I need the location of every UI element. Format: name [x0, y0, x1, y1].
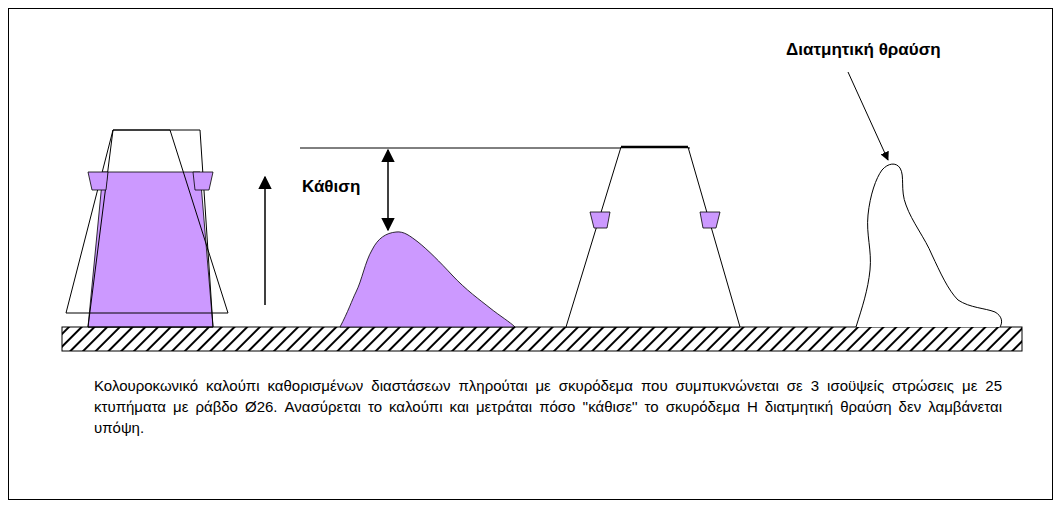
leader-arrow [848, 72, 888, 160]
empty-mold [566, 147, 740, 327]
filled-mold [66, 130, 228, 327]
ground-hatch [62, 327, 1022, 351]
caption-text: Κολουροκωνικό καλούπι καθορισμένων διαστ… [94, 375, 1002, 438]
slump-dimension [387, 150, 389, 230]
dimension-label: Κάθιση [300, 177, 362, 197]
lift-arrow [264, 177, 266, 305]
shear-failure-shape [856, 164, 1002, 327]
frame [9, 9, 1053, 500]
slumped-concrete [340, 232, 515, 327]
callout-label: Διατμητική θραύση [784, 40, 943, 60]
